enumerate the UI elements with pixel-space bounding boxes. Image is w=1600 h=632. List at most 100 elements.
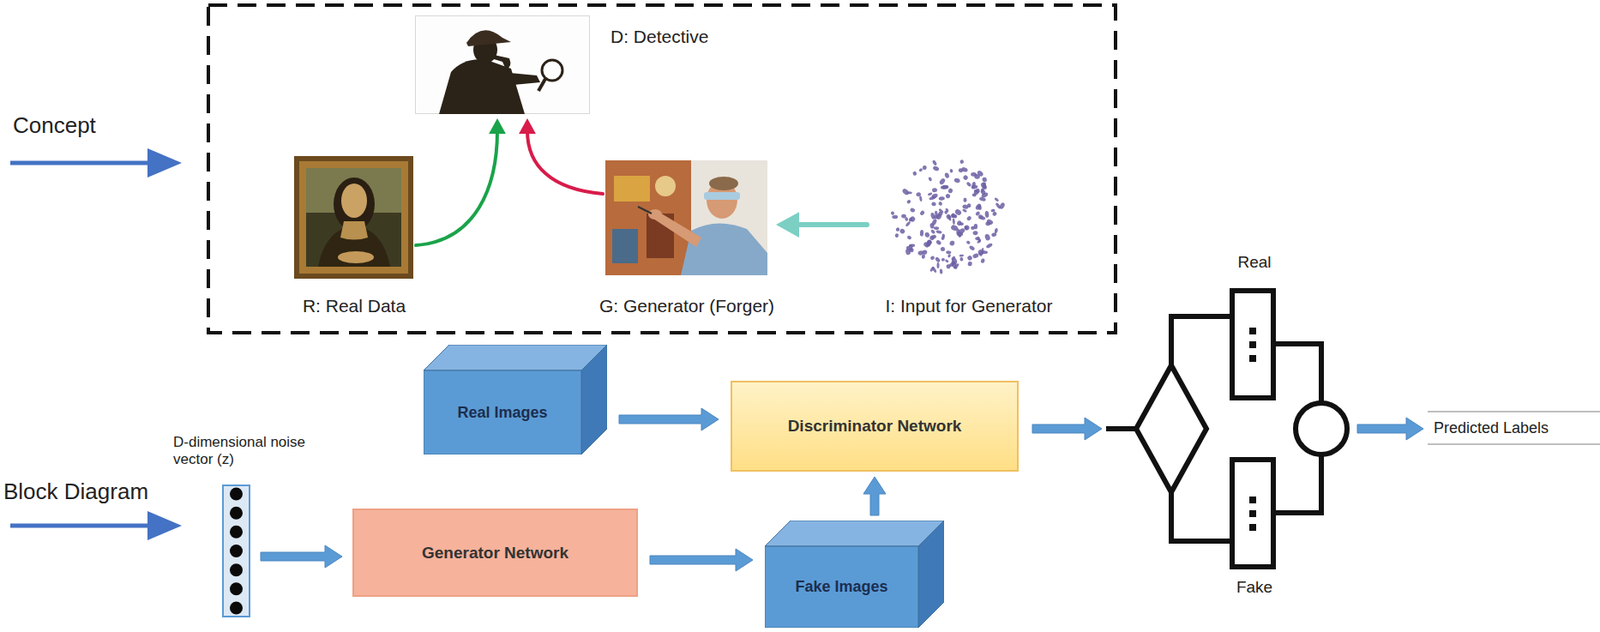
svg-ellipse — [341, 183, 367, 218]
layer-dot — [1249, 523, 1257, 531]
noise-particle — [934, 256, 941, 264]
noise-particle — [938, 208, 945, 215]
data-cube: Real Images — [423, 344, 608, 455]
cube-front — [423, 370, 582, 455]
svg-path — [466, 30, 512, 47]
classifier-wire — [1273, 343, 1322, 404]
vector-element — [229, 525, 243, 539]
noise-particle — [968, 244, 976, 251]
noise-particle — [979, 196, 987, 202]
cube-top — [423, 344, 608, 371]
noise-particle — [940, 235, 945, 241]
output-arrow — [1032, 417, 1102, 440]
classifier-wire — [1273, 454, 1322, 513]
svg-line — [637, 206, 652, 214]
noise-particle — [976, 169, 985, 178]
noise-particle — [919, 195, 923, 202]
cube-face: Fake Images — [764, 546, 919, 628]
section-label: Block Diagram — [3, 478, 149, 506]
noise-particle — [901, 214, 907, 219]
node-label: Discriminator Network — [787, 416, 963, 436]
node-label: D-dimensional noise vector (z) — [173, 433, 318, 470]
noise-particle — [944, 192, 951, 199]
arrow-head — [518, 118, 536, 134]
vector-element — [229, 563, 243, 577]
connector-arrow — [260, 545, 343, 568]
caption-block: I: Input for Generator — [885, 295, 1053, 317]
node-label: I: Input for Generator — [885, 295, 1053, 317]
svg-circle — [655, 175, 676, 197]
node-label: R: Real Data — [302, 295, 406, 317]
noise-particle — [922, 240, 931, 249]
data-cube: Fake Images — [764, 520, 945, 628]
noise-particle — [926, 192, 933, 197]
svg-rect — [703, 192, 740, 200]
detective-picture: D: Detective — [415, 15, 590, 115]
svg-rect — [299, 161, 409, 274]
caption-block: R: Real Data — [302, 295, 406, 317]
noise-particle — [922, 165, 927, 171]
noise-particle — [929, 222, 935, 230]
noise-particle — [941, 258, 946, 262]
noise-particle — [953, 262, 960, 270]
noise-particle — [980, 258, 985, 264]
output-arrow — [1357, 417, 1424, 440]
noise-particle — [904, 220, 911, 227]
illustration — [605, 160, 768, 276]
connector-arrow — [518, 118, 603, 194]
pointer-arrow-shaft — [10, 161, 153, 166]
svg-path — [500, 72, 541, 86]
noise-particle — [959, 159, 964, 164]
vector-graphic — [222, 484, 251, 618]
output-label: Predicted Labels — [1433, 419, 1549, 438]
noise-particle — [945, 213, 953, 221]
classifier-diamond — [1136, 365, 1207, 493]
noise-particle — [938, 196, 945, 201]
noise-particle — [978, 214, 984, 220]
label-rule — [1427, 410, 1600, 413]
noise-particle — [949, 240, 956, 247]
noise-particle — [938, 177, 947, 186]
noise-particle — [980, 181, 987, 190]
noise-particle — [930, 228, 937, 235]
cube-side — [918, 520, 945, 628]
layer-dot — [1249, 496, 1257, 504]
svg-path — [680, 222, 768, 276]
block-arrow — [260, 545, 343, 568]
noise-particle — [953, 177, 961, 184]
noise-particle — [948, 261, 956, 268]
noise-particle — [894, 233, 899, 238]
noise-particle — [909, 207, 916, 214]
noise-particle — [929, 255, 935, 261]
noise-particle — [962, 208, 968, 213]
noise-particle — [967, 261, 973, 267]
noise-particle — [906, 234, 913, 241]
connector-arrow — [415, 118, 506, 246]
noise-particle — [933, 226, 939, 230]
noise-particle — [932, 165, 940, 172]
arrow-head — [488, 118, 506, 134]
noise-particle — [984, 210, 989, 218]
noise-particle — [950, 212, 957, 219]
svg-path — [439, 59, 525, 115]
noise-vector: D-dimensional noise vector (z) — [222, 484, 251, 618]
illustration — [415, 15, 590, 115]
noise-particle — [940, 246, 945, 252]
noise-particle — [940, 185, 949, 190]
noise-particle — [966, 254, 973, 261]
svg-path — [493, 54, 511, 70]
section-label: Concept — [12, 112, 97, 139]
noise-particle — [959, 222, 964, 226]
noise-particle — [908, 247, 915, 253]
noise-particle — [959, 257, 964, 262]
cube-graphic — [764, 520, 945, 628]
vector-outline — [222, 485, 250, 617]
cube-side — [581, 344, 608, 455]
block-arrow — [619, 408, 719, 431]
block-arrow — [863, 476, 886, 516]
illustration — [877, 157, 1021, 276]
arrow-head — [775, 211, 800, 238]
noise-particle — [928, 195, 937, 201]
caption-block: D: Detective — [610, 26, 709, 48]
